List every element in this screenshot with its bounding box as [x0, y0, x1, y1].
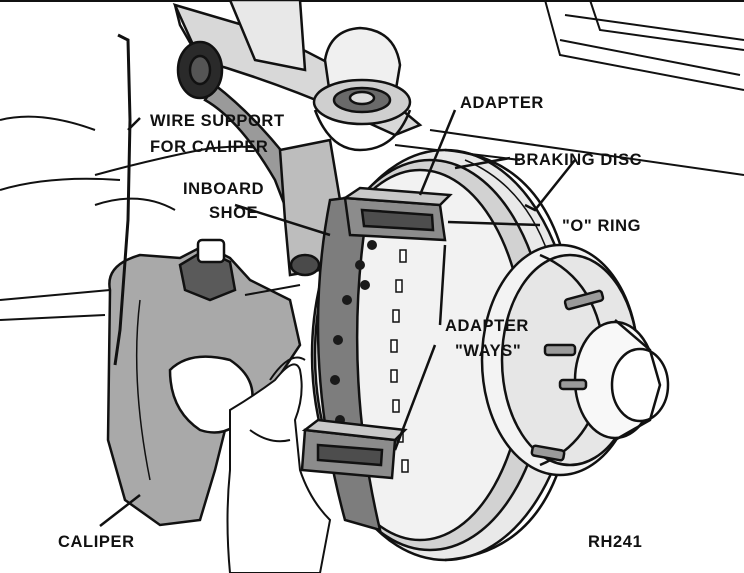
label-caliper: CALIPER — [58, 533, 135, 551]
wire-support — [113, 33, 132, 366]
brake-hose — [244, 284, 301, 296]
wheel-studs — [530, 289, 605, 462]
label-inboard-2: SHOE — [209, 204, 258, 222]
adapter-top — [341, 186, 453, 242]
label-braking-disc: BRAKING DISC — [514, 151, 642, 169]
label-wire-support-2: FOR CALIPER — [150, 138, 268, 156]
label-inboard-1: INBOARD — [183, 180, 264, 198]
label-adapter-ways-2: "WAYS" — [455, 342, 521, 360]
leader-lines — [99, 109, 576, 527]
adapter-bottom — [300, 418, 408, 480]
callout-labels: WIRE SUPPORT FOR CALIPER ADAPTER BRAKING… — [58, 94, 642, 551]
label-adapter-ways-1: ADAPTER — [445, 317, 529, 335]
label-adapter: ADAPTER — [460, 94, 544, 112]
ball-joint — [312, 26, 412, 152]
label-wire-support-1: WIRE SUPPORT — [150, 112, 285, 130]
wheel-hub — [480, 243, 670, 477]
hand — [226, 356, 332, 573]
figure-code: RH241 — [588, 533, 642, 551]
caliper — [106, 238, 302, 527]
label-o-ring: "O" RING — [562, 217, 641, 235]
